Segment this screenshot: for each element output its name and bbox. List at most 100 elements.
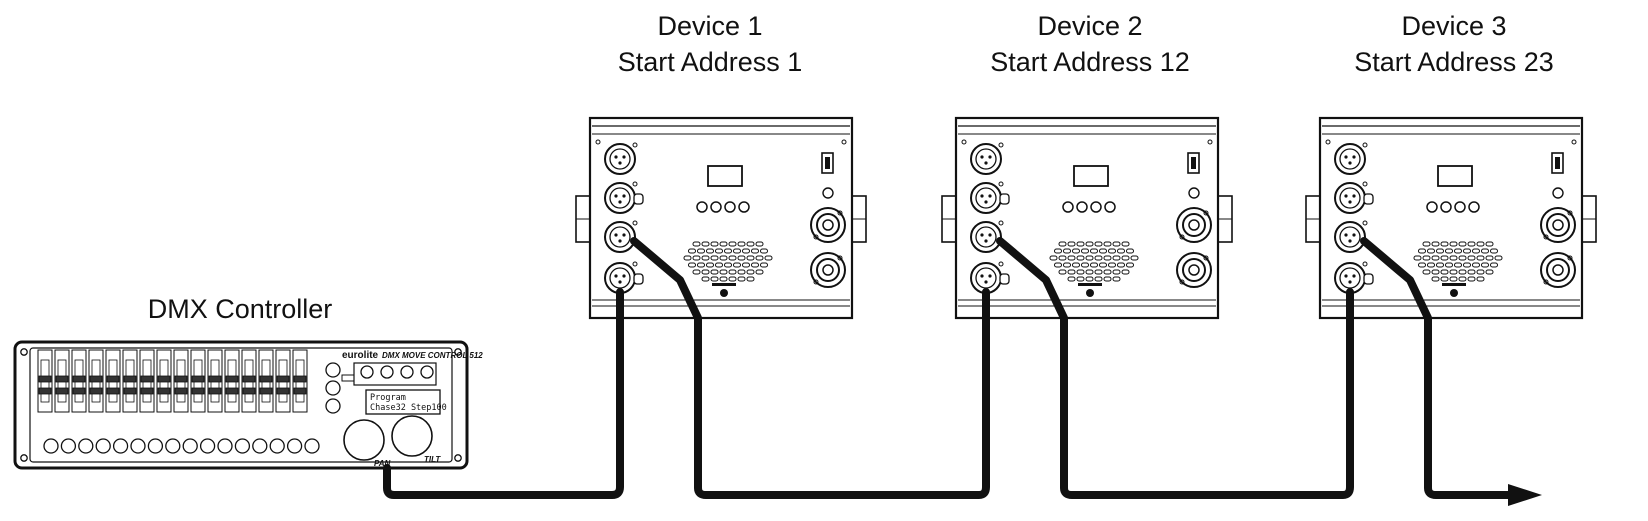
power-connector-core xyxy=(822,219,834,231)
xlr-pin xyxy=(614,274,618,278)
vent-slot xyxy=(1467,255,1476,261)
vent-slot xyxy=(737,269,746,275)
power-connector-core xyxy=(1552,219,1564,231)
vent-slot xyxy=(697,248,705,254)
function-button xyxy=(420,365,434,379)
vent-slot xyxy=(710,241,719,247)
vent-slot xyxy=(701,241,710,247)
xlr-socket xyxy=(975,148,997,170)
power-connector-screw xyxy=(837,210,843,216)
vent-slot xyxy=(1099,248,1107,254)
xlr-socket xyxy=(1339,148,1361,170)
vent-slot xyxy=(1463,248,1471,254)
device-3-label: Device 3 Start Address 23 xyxy=(1354,11,1554,77)
menu-button xyxy=(1468,201,1480,213)
menu-button xyxy=(1440,201,1452,213)
indicator-led xyxy=(1450,289,1458,297)
vent-slot xyxy=(1094,276,1103,282)
indicator-led xyxy=(720,289,728,297)
vent-slot xyxy=(692,255,701,261)
fader-knob xyxy=(174,375,188,383)
fader-knob xyxy=(293,387,307,395)
fader-knob xyxy=(157,387,171,395)
vent-slot xyxy=(1445,248,1453,254)
vent-slot xyxy=(755,269,764,275)
fader-knob xyxy=(276,375,290,383)
vent-slot xyxy=(1431,269,1440,275)
vent-slot xyxy=(1427,248,1435,254)
xlr-socket xyxy=(609,187,631,209)
vent-slot xyxy=(1436,262,1444,268)
xlr-pin xyxy=(988,155,992,159)
vent-slot xyxy=(1126,262,1134,268)
controller-model: DMX MOVE CONTROL 512 xyxy=(382,351,483,360)
vent-slot xyxy=(1126,248,1134,254)
bottom-button xyxy=(43,438,59,454)
fuse-icon xyxy=(1555,157,1560,169)
function-button xyxy=(400,365,414,379)
bottom-button xyxy=(165,438,181,454)
vent-slot xyxy=(1063,248,1071,254)
vent-slot xyxy=(683,255,692,261)
power-connector-screw xyxy=(1567,255,1573,261)
xlr-pin xyxy=(980,233,984,237)
xlr-latch xyxy=(999,193,1010,205)
power-connector-screw xyxy=(837,255,843,261)
xlr-latch xyxy=(1363,273,1374,285)
xlr-socket xyxy=(609,148,631,170)
fader-knob xyxy=(55,375,69,383)
fader-knob xyxy=(259,375,273,383)
xlr-socket xyxy=(1339,187,1361,209)
vent-slot xyxy=(719,241,728,247)
vent-slot xyxy=(1436,248,1444,254)
screw xyxy=(961,139,967,145)
rack-screw xyxy=(454,454,462,462)
device-3 xyxy=(1305,116,1597,320)
vent-slot xyxy=(1472,262,1480,268)
vent-slot xyxy=(1076,255,1085,261)
vent-slot xyxy=(1458,276,1467,282)
xlr-latch xyxy=(633,273,644,285)
bottom-button xyxy=(217,438,233,454)
vent-slot xyxy=(701,255,710,261)
grounding-screw xyxy=(822,187,834,199)
power-connector-screw xyxy=(1543,234,1549,240)
vent-slot xyxy=(1481,248,1489,254)
fader-knob xyxy=(106,387,120,395)
rack-screw xyxy=(20,454,28,462)
xlr-pin xyxy=(1344,233,1348,237)
bottom-button xyxy=(182,438,198,454)
xlr-socket xyxy=(1339,226,1361,248)
vent-slot xyxy=(728,276,737,282)
device-2-title: Device 2 xyxy=(1037,11,1142,41)
power-connector-core xyxy=(1188,264,1200,276)
grounding-screw xyxy=(1188,187,1200,199)
vent-slot xyxy=(1463,262,1471,268)
vent-slot xyxy=(1081,248,1089,254)
menu-button xyxy=(724,201,736,213)
vent-slot xyxy=(1117,262,1125,268)
vent-slot xyxy=(1058,269,1067,275)
vent-slot xyxy=(1108,262,1116,268)
power-connector-core xyxy=(1188,219,1200,231)
lcd-display xyxy=(365,389,441,415)
vent-slot xyxy=(701,276,710,282)
device-2-label: Device 2 Start Address 12 xyxy=(990,11,1190,77)
xlr-pin xyxy=(614,155,618,159)
vent-slot xyxy=(1085,241,1094,247)
vent-slot xyxy=(701,269,710,275)
screw xyxy=(1207,139,1213,145)
device-display xyxy=(1073,165,1109,187)
bottom-button xyxy=(95,438,111,454)
bottom-button xyxy=(304,438,320,454)
xlr-screw xyxy=(632,220,638,226)
menu-button xyxy=(738,201,750,213)
xlr-screw xyxy=(998,181,1004,187)
vent-slot xyxy=(1072,248,1080,254)
xlr-socket xyxy=(609,226,631,248)
vent-slot xyxy=(1494,255,1503,261)
vent-slot xyxy=(688,262,696,268)
xlr-pin xyxy=(622,155,626,159)
vent-slot xyxy=(1467,241,1476,247)
menu-button xyxy=(1076,201,1088,213)
